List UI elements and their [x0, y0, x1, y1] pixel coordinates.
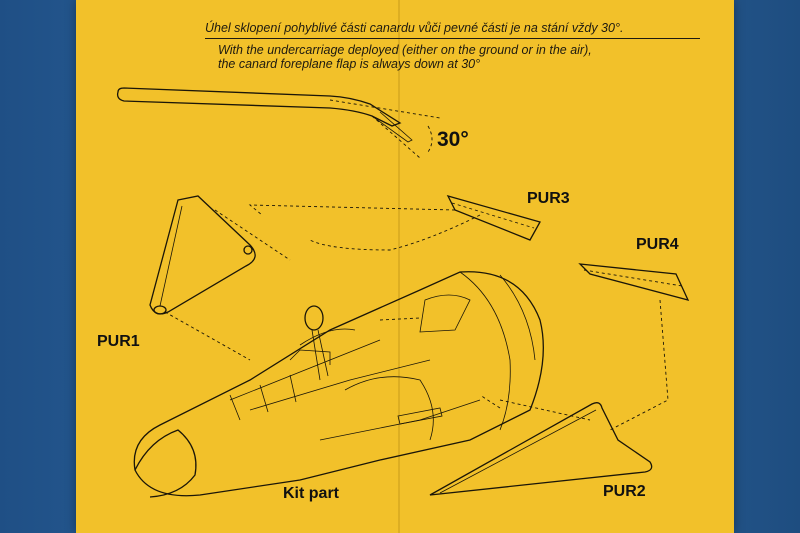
canard-profile-drawing — [116, 87, 441, 159]
flap-angle-label: 30° — [437, 128, 469, 151]
pur1-part-drawing — [149, 195, 291, 361]
sheet-fold-line — [398, 0, 400, 533]
part-label-pur3: PUR3 — [527, 190, 570, 207]
caption-english-line1: With the undercarriage deployed (either … — [218, 43, 592, 57]
part-label-pur4: PUR4 — [636, 236, 679, 253]
part-label-kit-part: Kit part — [283, 485, 339, 502]
kit-part-fuselage-drawing — [133, 271, 544, 498]
caption-czech: Úhel sklopení pohyblivé části canardu vů… — [205, 21, 624, 35]
pur4-part-drawing — [578, 263, 690, 431]
caption-english-line2: the canard foreplane flap is always down… — [218, 57, 481, 71]
part-label-pur2: PUR2 — [603, 483, 646, 500]
pur2-part-drawing — [429, 399, 653, 496]
pur3-part-drawing — [248, 194, 541, 251]
part-label-pur1: PUR1 — [97, 333, 140, 350]
caption-divider — [205, 38, 700, 39]
